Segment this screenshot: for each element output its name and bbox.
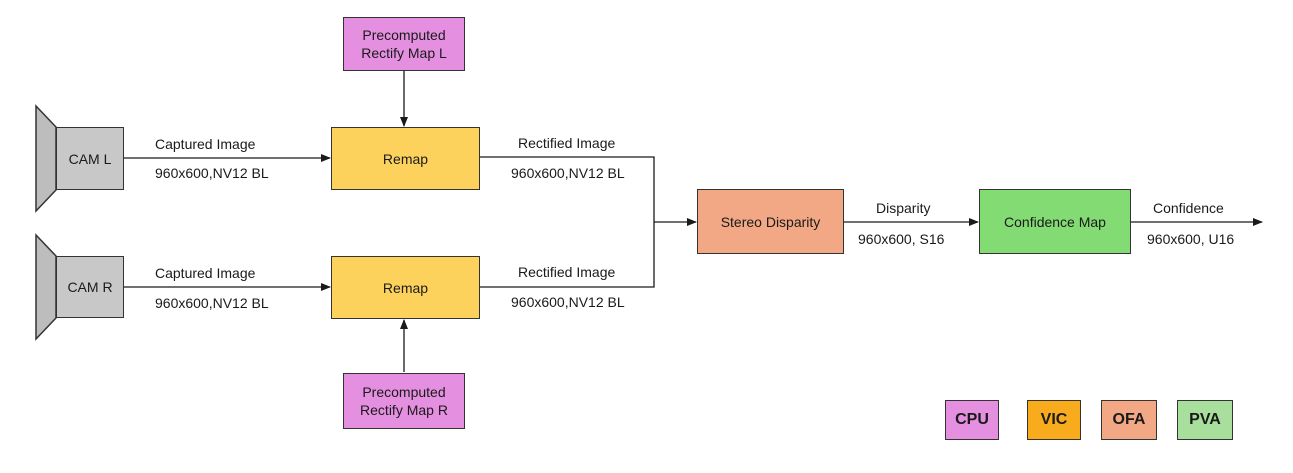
disparity-label: Disparity bbox=[876, 200, 931, 216]
rectified-image-top-label: Rectified Image bbox=[518, 135, 616, 151]
legend-ofa: OFA bbox=[1101, 400, 1157, 440]
legend-vic: VIC bbox=[1027, 400, 1081, 440]
rectified-image-bottom-format: 960x600,NV12 BL bbox=[511, 294, 625, 310]
legend-ofa-label: OFA bbox=[1112, 411, 1146, 428]
rectified-image-top-format: 960x600,NV12 BL bbox=[511, 165, 625, 181]
rectify-map-left: Precomputed Rectify Map L bbox=[343, 17, 465, 71]
legend-pva-label: PVA bbox=[1189, 411, 1221, 428]
confidence-format: 960x600, U16 bbox=[1147, 231, 1235, 247]
rectified-image-bottom-label: Rectified Image bbox=[518, 264, 616, 280]
legend-cpu: CPU bbox=[945, 400, 999, 440]
camera-right: CAM R bbox=[56, 256, 124, 318]
confidence-map-label: Confidence Map bbox=[1004, 213, 1106, 230]
captured-image-bottom-label: Captured Image bbox=[155, 265, 256, 281]
captured-image-top-label: Captured Image bbox=[155, 136, 256, 152]
wire-remap-bottom-to-merge bbox=[480, 222, 655, 288]
legend-cpu-label: CPU bbox=[955, 411, 989, 428]
remap-top-label: Remap bbox=[382, 150, 429, 167]
confidence-map-block: Confidence Map bbox=[979, 189, 1131, 254]
legend-pva: PVA bbox=[1177, 400, 1233, 440]
camera-right-label: CAM R bbox=[67, 279, 113, 295]
legend-vic-label: VIC bbox=[1040, 411, 1068, 428]
stereo-disparity-label: Stereo Disparity bbox=[720, 213, 821, 230]
confidence-label: Confidence bbox=[1153, 200, 1224, 216]
rectify-map-right: Precomputed Rectify Map R bbox=[343, 373, 465, 429]
captured-image-top-format: 960x600,NV12 BL bbox=[155, 165, 269, 181]
captured-image-bottom-format: 960x600,NV12 BL bbox=[155, 295, 269, 311]
cam-r-lens-icon bbox=[35, 233, 57, 341]
rectify-map-right-label: Precomputed Rectify Map R bbox=[360, 384, 448, 418]
remap-block-top: Remap bbox=[331, 127, 480, 190]
stereo-disparity-block: Stereo Disparity bbox=[697, 189, 844, 254]
remap-block-bottom: Remap bbox=[331, 256, 480, 319]
cam-l-lens-icon bbox=[35, 104, 57, 213]
camera-left-label: CAM L bbox=[68, 150, 112, 167]
camera-left: CAM L bbox=[56, 127, 124, 190]
remap-bottom-label: Remap bbox=[382, 279, 429, 296]
wire-remap-top-to-merge bbox=[480, 156, 655, 222]
disparity-format: 960x600, S16 bbox=[858, 231, 945, 247]
rectify-map-left-label: Precomputed Rectify Map L bbox=[361, 27, 447, 61]
